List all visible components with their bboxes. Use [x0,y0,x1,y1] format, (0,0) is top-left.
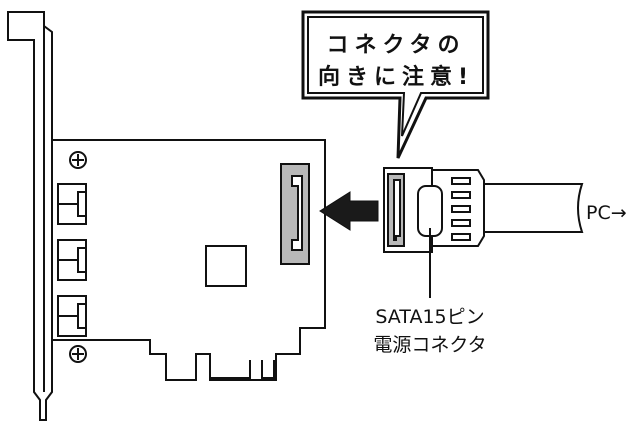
card-power-receptacle [280,163,310,265]
usb-port [57,183,87,225]
connector-label-line-2: 電源コネクタ [373,334,486,356]
pcie-edge-notch [209,360,251,379]
connector-label-line-1: SATA15ピン [375,306,484,328]
callout-bubble: コネクタの 向きに注意! [301,10,490,159]
screw-icon [69,345,87,363]
usb-port [57,295,87,337]
controller-chip [205,245,247,287]
cable-direction-label: PC→ [586,202,627,224]
pci-bracket [7,11,53,421]
screw-icon [69,151,87,169]
callout-line-1: コネクタの [326,33,465,58]
insert-direction-arrow [319,191,379,231]
usb-port [57,239,87,281]
callout-line-2: 向きに注意! [318,64,474,90]
sata-power-plug [383,167,584,253]
pcie-card [51,139,326,381]
